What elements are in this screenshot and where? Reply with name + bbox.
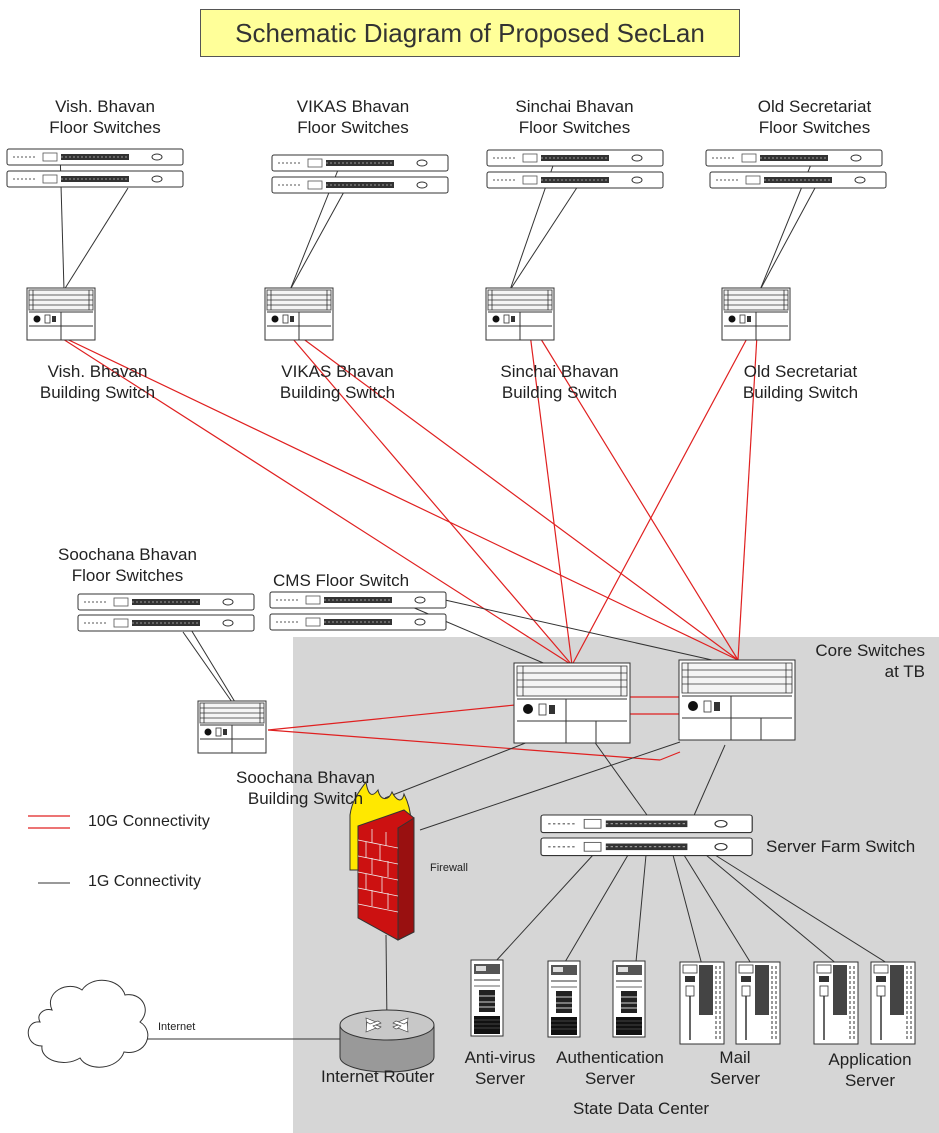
authentication-server-icon xyxy=(547,960,581,1038)
vish-building-switch xyxy=(26,287,96,341)
legend-10g-label: 10G Connectivity xyxy=(88,813,210,830)
old-secretariat-building-switch xyxy=(721,287,791,341)
links-1g xyxy=(59,149,891,1040)
sinchai-building-switch xyxy=(485,287,555,341)
links-10g xyxy=(51,317,759,761)
legend-10g-icon xyxy=(28,815,70,829)
vish-floor-switches xyxy=(6,148,184,188)
old-secretariat-floor-switches xyxy=(705,149,887,189)
cms-floor-label: CMS Floor Switch xyxy=(273,571,410,590)
vikas-floor-switches xyxy=(271,154,449,194)
sinchai-floor-switches xyxy=(486,149,664,189)
soochana-floor-switches xyxy=(77,593,255,632)
router-label: Internet Router xyxy=(321,1067,435,1086)
core-switch-1 xyxy=(513,662,631,744)
server-farm-label: Server Farm Switch xyxy=(766,837,916,856)
legend-1g-label: 1G Connectivity xyxy=(88,873,201,890)
application-server-2-icon xyxy=(870,961,916,1045)
diagram-title: Schematic Diagram of Proposed SecLan xyxy=(200,9,740,57)
internet-cloud-icon xyxy=(27,980,149,1068)
anti-virus-server-icon xyxy=(470,959,504,1037)
data-center-label: State Data Center xyxy=(573,1099,710,1118)
application-server-1-icon xyxy=(813,961,859,1045)
internet-label: Internet xyxy=(158,1021,196,1033)
cms-floor-switches xyxy=(269,591,447,631)
mail-server-2-icon xyxy=(735,961,781,1045)
soochana-building-switch xyxy=(197,700,267,754)
vikas-building-switch xyxy=(264,287,334,341)
mail-server-1-icon xyxy=(679,961,725,1045)
firewall-label: Firewall xyxy=(430,862,468,874)
core-switch-2 xyxy=(678,659,796,741)
internet-router-icon xyxy=(339,1009,435,1073)
firewall-icon xyxy=(349,780,415,941)
authentication-server-2-icon xyxy=(612,960,646,1038)
